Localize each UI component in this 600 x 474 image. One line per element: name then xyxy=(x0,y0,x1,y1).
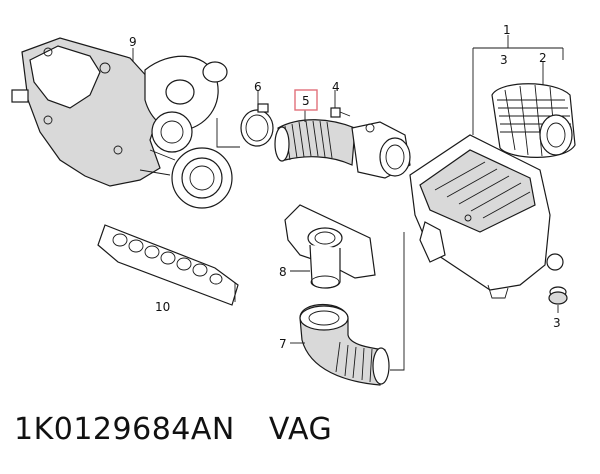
exploded-parts-diagram: 1 2 3 3 4 5 6 7 8 9 10 xyxy=(11,23,576,386)
bolt-part-4 xyxy=(330,107,351,118)
intake-pipe-part-8 xyxy=(284,204,376,289)
turbocharger-part-9 xyxy=(11,37,233,209)
callout-3-top: 3 xyxy=(500,53,508,67)
callout-9: 9 xyxy=(129,35,137,49)
gasket-part-10 xyxy=(97,224,239,306)
part-number: 1K0129684AN xyxy=(14,412,235,447)
callout-4: 4 xyxy=(332,80,340,94)
air-filter-element-part-2 xyxy=(491,83,576,158)
curved-hose-part-7 xyxy=(299,303,390,386)
callout-5: 5 xyxy=(302,94,310,108)
part-caption: 1K0129684AN VAG xyxy=(14,412,332,447)
air-filter-housing-part-1 xyxy=(409,134,564,299)
corrugated-hose-part-5 xyxy=(274,119,356,166)
callout-3-bottom: 3 xyxy=(553,316,561,330)
callout-7: 7 xyxy=(279,337,287,351)
grommet-part-3 xyxy=(548,286,568,305)
callout-10: 10 xyxy=(155,300,170,314)
leader-lines xyxy=(132,35,564,371)
callout-8: 8 xyxy=(279,265,287,279)
callout-6: 6 xyxy=(254,80,262,94)
brand-name: VAG xyxy=(268,412,333,447)
highlight-box-part-5 xyxy=(294,89,318,111)
callout-1: 1 xyxy=(503,23,511,37)
hose-connector xyxy=(351,121,411,179)
callout-labels: 1 2 3 3 4 5 6 7 8 9 10 xyxy=(129,23,561,351)
clamp-part-6 xyxy=(240,103,274,147)
callout-2: 2 xyxy=(539,51,547,65)
